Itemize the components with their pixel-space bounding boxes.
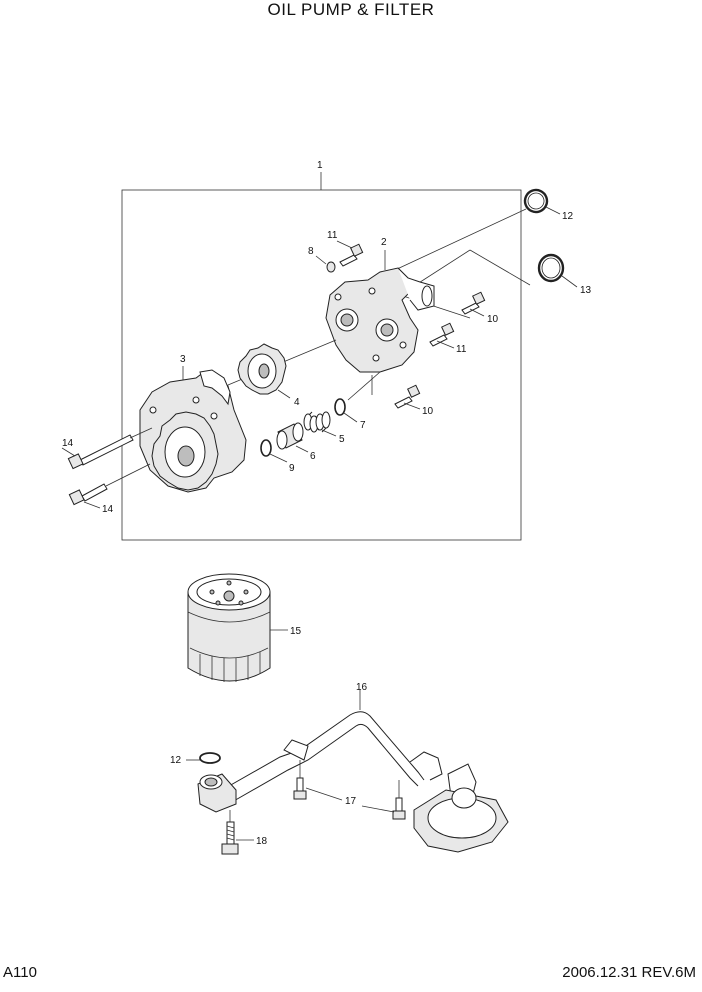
snap-ring-7 xyxy=(334,398,346,416)
callout-18: 18 xyxy=(256,836,268,847)
pipe-fitting xyxy=(197,773,237,813)
bolt-14-lower xyxy=(68,483,108,506)
bolt-10-lower xyxy=(394,384,421,409)
washer-8 xyxy=(326,261,336,273)
oil-filter-15 xyxy=(187,573,271,682)
callout-9: 9 xyxy=(289,463,295,474)
callout-3: 3 xyxy=(180,354,186,365)
bolt-18 xyxy=(221,821,239,855)
callout-16: 16 xyxy=(356,682,368,693)
o-ring-12-lower xyxy=(199,752,221,764)
drive-gear-3 xyxy=(151,411,219,491)
plunger-6 xyxy=(276,422,304,450)
callout-11-top: 11 xyxy=(327,230,338,241)
callout-17: 17 xyxy=(345,796,357,807)
callout-11-right: 11 xyxy=(456,344,467,355)
pump-cover-2 xyxy=(325,267,435,373)
revision-date: 2006.12.31 REV.6M xyxy=(562,964,696,981)
callout-4: 4 xyxy=(294,397,300,408)
page-code: A110 xyxy=(3,964,37,981)
callout-8: 8 xyxy=(308,246,314,257)
callout-13: 13 xyxy=(580,285,592,296)
bolt-11-top xyxy=(339,243,364,267)
o-ring-12 xyxy=(523,188,549,214)
callout-5: 5 xyxy=(339,434,345,445)
callout-14-upper: 14 xyxy=(62,438,74,449)
callout-10-lower: 10 xyxy=(422,406,434,417)
bolt-17-right xyxy=(392,797,406,820)
callout-10-right: 10 xyxy=(487,314,499,325)
o-ring-13 xyxy=(537,253,565,283)
spring-5 xyxy=(303,411,331,433)
callout-7: 7 xyxy=(360,420,366,431)
callout-12-lower: 12 xyxy=(170,755,182,766)
callout-2: 2 xyxy=(381,237,387,248)
callout-12-top: 12 xyxy=(562,211,574,222)
bolt-11-right xyxy=(429,322,455,347)
callout-1: 1 xyxy=(317,160,323,171)
bolt-10-right xyxy=(461,291,486,315)
page-title: OIL PUMP & FILTER xyxy=(267,0,435,19)
callout-14-lower: 14 xyxy=(102,504,114,515)
bolt-14-upper xyxy=(67,434,134,470)
callout-6: 6 xyxy=(310,451,316,462)
o-ring-9 xyxy=(260,439,272,457)
gear-4 xyxy=(237,343,287,395)
suction-pipe-16 xyxy=(221,711,509,853)
assembly-frame xyxy=(121,189,522,541)
callout-15: 15 xyxy=(290,626,302,637)
